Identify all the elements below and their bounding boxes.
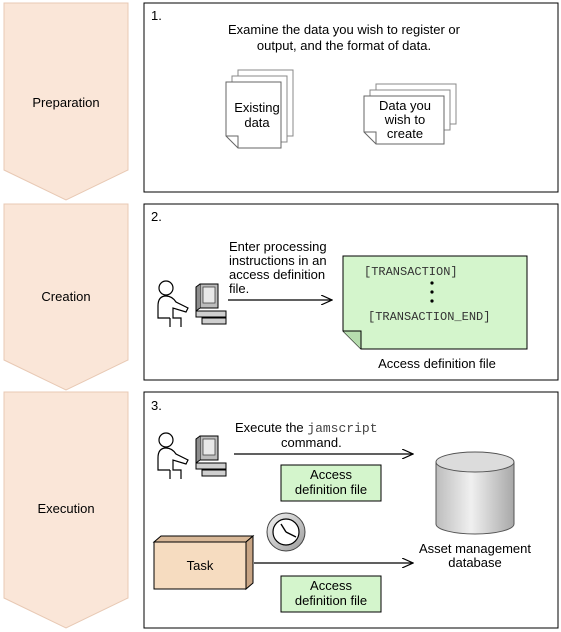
step3-execute-prefix: Execute the	[235, 420, 307, 435]
access-file-bottom-line2: definition file	[295, 593, 367, 608]
step2-instruction-line3: access definition	[229, 267, 325, 282]
existing-data-label-line1: Existing	[234, 100, 280, 115]
existing-data-label-line2: data	[244, 115, 270, 130]
data-to-create-label-line3: create	[387, 126, 423, 141]
database-label-line2: database	[448, 555, 502, 570]
step1-panel	[143, 2, 559, 193]
data-to-create-label-line2: wish to	[384, 112, 425, 127]
access-file-top-line2: definition file	[295, 482, 367, 497]
stage-creation-label: Creation	[41, 289, 90, 304]
database-label-line1: Asset management	[419, 541, 531, 556]
stage-creation: Creation	[3, 203, 129, 391]
stage-execution: Execution	[3, 391, 129, 629]
jamscript-command: jamscript	[307, 421, 377, 436]
task-label: Task	[187, 558, 214, 573]
data-to-create-document-stack: Data you wish to create	[363, 83, 457, 145]
step2-instruction-line4: file.	[229, 281, 249, 296]
data-to-create-label-line1: Data you	[379, 98, 431, 113]
step2-instruction-line1: Enter processing	[229, 239, 327, 254]
access-file-tag-top: Access definition file	[280, 464, 382, 502]
stage-preparation: Preparation	[3, 2, 129, 201]
access-file-bottom-line1: Access	[310, 578, 352, 593]
existing-data-document-stack: Existing data	[225, 69, 294, 149]
step3-number: 3.	[151, 398, 162, 413]
step3-execute-line2: command.	[281, 435, 342, 450]
clock-icon	[266, 512, 306, 552]
file-transaction-start: [TRANSACTION]	[364, 265, 458, 279]
user-at-computer-icon	[157, 280, 227, 327]
step1-instruction-line2: output, and the format of data.	[257, 38, 431, 53]
file-transaction-end: [TRANSACTION_END]	[368, 310, 490, 324]
stage-preparation-label: Preparation	[32, 95, 99, 110]
access-definition-file: [TRANSACTION] [TRANSACTION_END]	[342, 255, 528, 350]
step1-instruction-line1: Examine the data you wish to register or	[228, 22, 461, 37]
step1-number: 1.	[151, 8, 162, 23]
access-file-top-line1: Access	[310, 467, 352, 482]
access-file-tag-bottom: Access definition file	[280, 575, 382, 613]
task-box: Task	[152, 534, 255, 591]
step2-instruction-line2: instructions in an	[229, 253, 327, 268]
database-cylinder-icon	[435, 451, 515, 535]
stage-execution-label: Execution	[37, 501, 94, 516]
user-at-computer-icon-2	[157, 432, 227, 479]
access-definition-file-caption: Access definition file	[378, 356, 496, 371]
step2-number: 2.	[151, 209, 162, 224]
step3-execute-line1: Execute the jamscript	[235, 420, 378, 436]
